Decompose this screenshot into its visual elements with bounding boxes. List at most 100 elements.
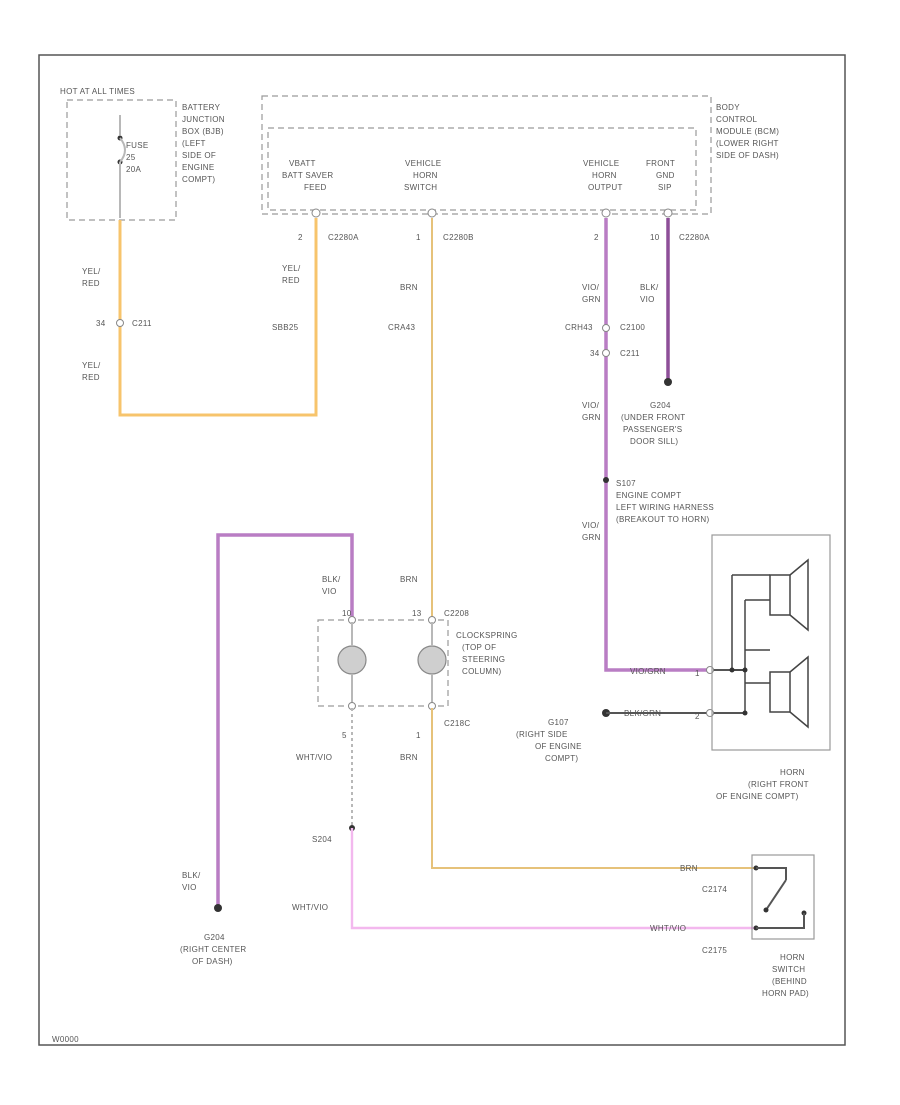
- bcm-pin-horn-switch-number: 1: [416, 233, 421, 242]
- c2100-pin: [602, 324, 610, 332]
- wire-label-crh43: CRH43: [565, 323, 593, 332]
- wire-label-yel-red-1b: RED: [82, 279, 100, 288]
- bcm-pin-horn-switch-connector: C2280B: [443, 233, 474, 242]
- bcm-pin-gnd-number: 10: [650, 233, 660, 242]
- wire-label-wht-vio-1: WHT/VIO: [296, 753, 332, 762]
- g204-label-4: DOOR SILL): [630, 437, 678, 446]
- horn-label-2: (RIGHT FRONT: [748, 780, 809, 789]
- body-control-module: BODY CONTROL MODULE (BCM) (LOWER RIGHT S…: [261, 95, 779, 242]
- wire-label-vio-grn-2a: VIO/: [582, 401, 600, 410]
- wire-label-vio-grn-1a: VIO/: [582, 283, 600, 292]
- wire-blk-vio-clockspring-ground: [216, 533, 354, 908]
- horn-lower-icon: [769, 671, 791, 713]
- wire-label-blk-vio-3a: BLK/: [182, 871, 201, 880]
- wire-label-blk-vio-1b: VIO: [640, 295, 655, 304]
- footer-code: W0000: [52, 1035, 79, 1044]
- c2175-label: C2175: [702, 946, 727, 955]
- g107-label-4: COMPT): [545, 754, 578, 763]
- wire-label-brn-2: BRN: [400, 575, 418, 584]
- c218-pin-2: 1: [416, 731, 421, 740]
- wire-yel-red-feed: [118, 218, 318, 417]
- wire-label-blk-vio-1a: BLK/: [640, 283, 659, 292]
- wire-label-vio-grn-3a: VIO/: [582, 521, 600, 530]
- wire-wht-vio-horn-switch: [350, 828, 756, 930]
- s107-label-4: (BREAKOUT TO HORN): [616, 515, 709, 524]
- splice-s107: [603, 477, 609, 483]
- c211-pin-number-right: 34: [590, 349, 600, 358]
- horn-label-1: HORN: [780, 768, 805, 777]
- wire-vio-grn-horn: [604, 218, 710, 672]
- bcm-label-line-2: CONTROL: [716, 115, 757, 124]
- bcm-pin-horn-output-label-3: OUTPUT: [588, 183, 623, 192]
- horn-label-3: OF ENGINE COMPT): [716, 792, 799, 801]
- c2208-pin-1: 10: [342, 609, 352, 618]
- s107-label-3: LEFT WIRING HARNESS: [616, 503, 714, 512]
- bcm-label-line-3: MODULE (BCM): [716, 127, 779, 136]
- c2208-pin-2: 13: [412, 609, 422, 618]
- bjb-label-line-4: (LEFT: [182, 139, 206, 148]
- battery-junction-box: HOT AT ALL TIMES BATTERY JUNCTION BOX (B…: [60, 87, 225, 221]
- bcm-pin-horn-switch-label-3: SWITCH: [404, 183, 437, 192]
- bcm-pin-gnd: [663, 208, 673, 218]
- g204-label-2: (UNDER FRONT: [621, 413, 685, 422]
- wire-label-blk-vio-3b: VIO: [182, 883, 197, 892]
- g204b-label-3: OF DASH): [192, 957, 233, 966]
- c2208-label: C2208: [444, 609, 469, 618]
- g204b-label-1: G204: [204, 933, 225, 942]
- s107-label-2: ENGINE COMPT: [616, 491, 681, 500]
- g204-label-3: PASSENGER'S: [623, 425, 682, 434]
- g107-label-1: G107: [548, 718, 569, 727]
- bcm-pin-horn-output-label-2: HORN: [592, 171, 617, 180]
- g204b-label-2: (RIGHT CENTER: [180, 945, 246, 954]
- c211-pin-left: [116, 319, 124, 327]
- bjb-label-line-5: SIDE OF: [182, 151, 216, 160]
- horn-assembly: HORN (RIGHT FRONT OF ENGINE COMPT): [711, 534, 831, 801]
- horn-pin-2-number: 2: [695, 712, 700, 721]
- wire-label-brn-1: BRN: [400, 283, 418, 292]
- c2174-label: C2174: [702, 885, 727, 894]
- s107-label-1: S107: [616, 479, 636, 488]
- bcm-pin-horn-switch-label-1: VEHICLE: [405, 159, 441, 168]
- wire-label-sbb25: SBB25: [272, 323, 299, 332]
- bjb-label-line-3: BOX (BJB): [182, 127, 224, 136]
- bcm-pin-horn-output-label-1: VEHICLE: [583, 159, 619, 168]
- c218-label: C218C: [444, 719, 470, 728]
- bjb-label-line-6: ENGINE: [182, 163, 214, 172]
- bcm-label-line-5: SIDE OF DASH): [716, 151, 779, 160]
- c211-pin-right: [602, 349, 610, 357]
- horn-upper-icon: [769, 574, 791, 616]
- horn-switch: C2174 C2175 HORN SWITCH (BEHIND HORN PAD…: [702, 854, 815, 998]
- wire-label-brn-3: BRN: [400, 753, 418, 762]
- c2100-label: C2100: [620, 323, 645, 332]
- wire-brn-horn-switch: [431, 708, 756, 869]
- bcm-pin-gnd-connector: C2280A: [679, 233, 710, 242]
- g107-label-2: (RIGHT SIDE: [516, 730, 568, 739]
- wire-label-yel-red-3a: YEL/: [282, 264, 301, 273]
- c211-label-left: C211: [132, 319, 152, 328]
- wire-label-yel-red-2b: RED: [82, 373, 100, 382]
- horn-switch-label-2: SWITCH: [772, 965, 805, 974]
- bcm-pin-gnd-label-3: SIP: [658, 183, 672, 192]
- bcm-label-line-4: (LOWER RIGHT: [716, 139, 779, 148]
- wire-label-vio-grn-1b: GRN: [582, 295, 601, 304]
- bcm-pin-vbatt-label-3: FEED: [304, 183, 327, 192]
- bcm-pin-vbatt: [311, 208, 321, 218]
- c211-label-right: C211: [620, 349, 640, 358]
- bcm-pin-vbatt-label-2: BATT SAVER: [282, 171, 333, 180]
- clockspring-coil-left: [337, 645, 367, 675]
- fuse-label-3: 20A: [126, 165, 141, 174]
- horn-switch-label-4: HORN PAD): [762, 989, 809, 998]
- bcm-pin-gnd-label-2: GND: [656, 171, 675, 180]
- s204-label: S204: [312, 835, 332, 844]
- bcm-pin-vbatt-connector: C2280A: [328, 233, 359, 242]
- wire-label-brn-4: BRN: [680, 864, 698, 873]
- fuse-label-1: FUSE: [126, 141, 149, 150]
- bcm-pin-horn-switch-label-2: HORN: [413, 171, 438, 180]
- bcm-label-line-1: BODY: [716, 103, 740, 112]
- wire-label-blk-vio-2b: VIO: [322, 587, 337, 596]
- bcm-pin-horn-output: [601, 208, 611, 218]
- wire-label-yel-red-1a: YEL/: [82, 267, 101, 276]
- wire-label-wht-vio-3: WHT/VIO: [650, 924, 686, 933]
- bcm-pin-vbatt-number: 2: [298, 233, 303, 242]
